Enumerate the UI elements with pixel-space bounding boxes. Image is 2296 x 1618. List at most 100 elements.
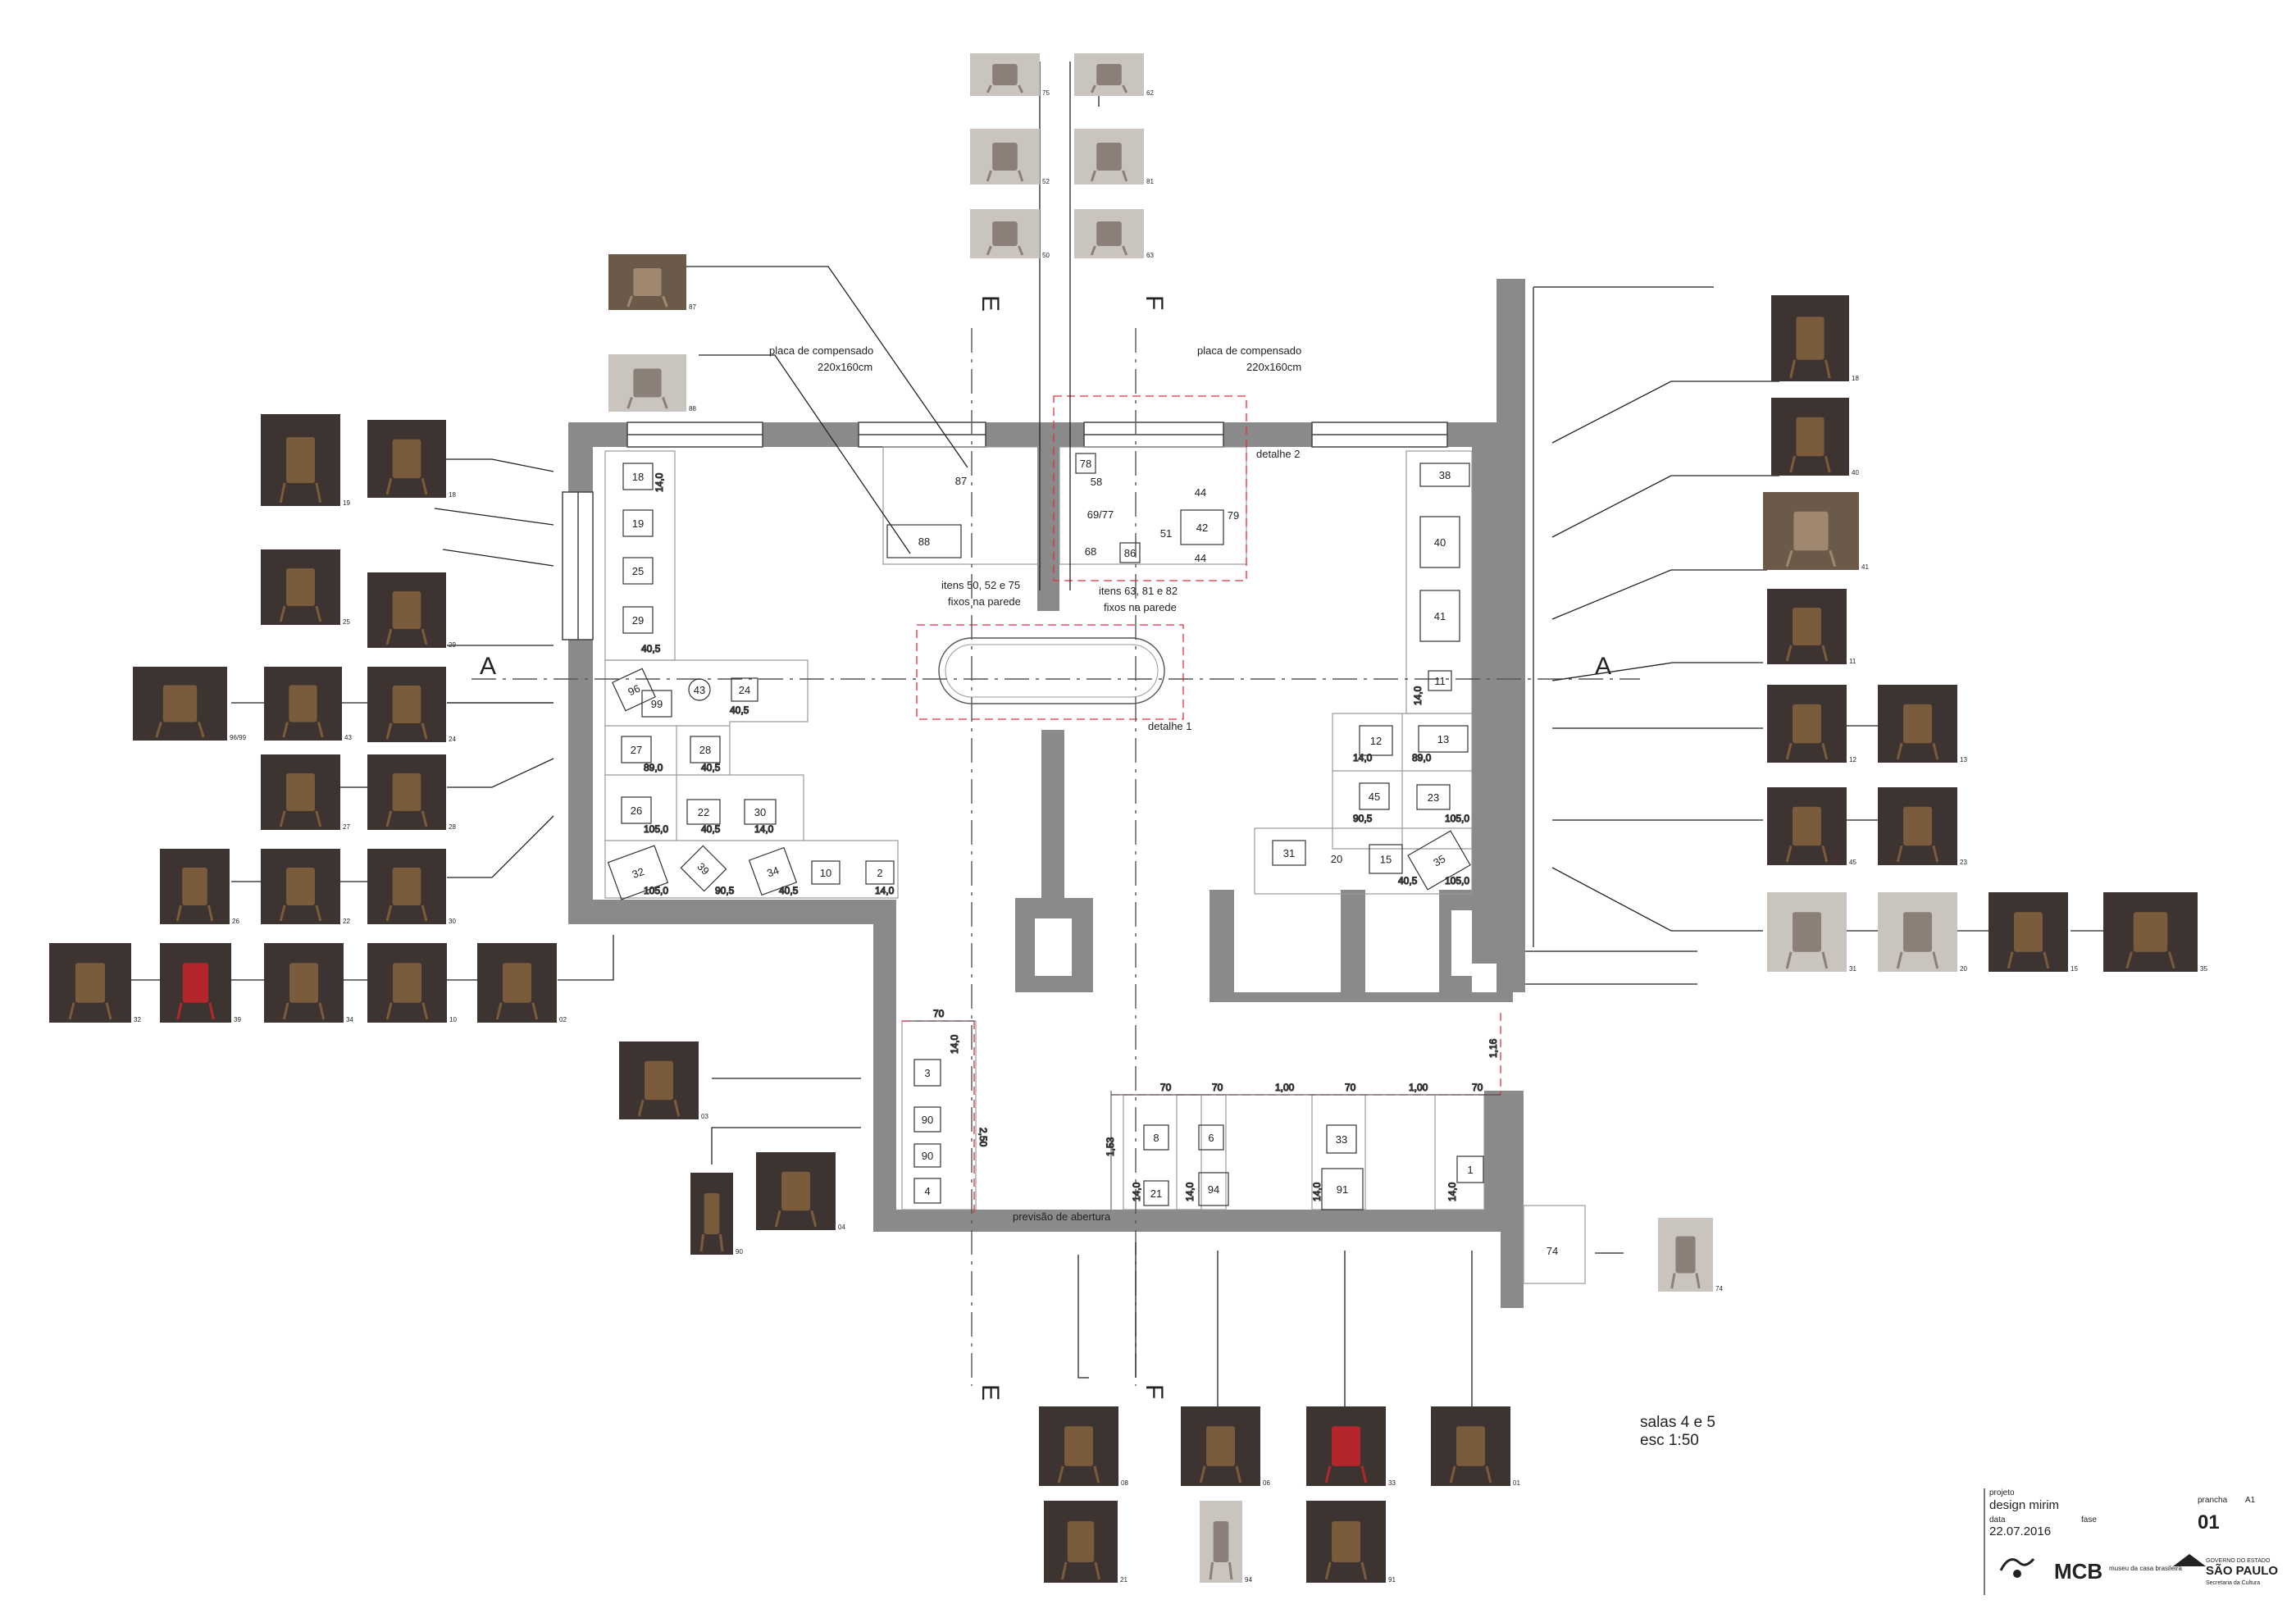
thumbnail-photo: 34 (264, 943, 353, 1023)
item-i15: 15 (1369, 844, 1403, 874)
note-previsao: previsão de abertura (1013, 1210, 1111, 1223)
item-i25: 25 (622, 557, 654, 585)
item-label: 27 (631, 744, 642, 756)
projeto-value: design mirim (1989, 1498, 2059, 1512)
thumbnail-photo: 15 (1988, 892, 2078, 973)
item-i88: 88 (886, 524, 962, 558)
thumbnail-photo: 52 (970, 129, 1050, 185)
item-i4: 4 (913, 1178, 941, 1204)
dimension-label: 105,0 (644, 885, 668, 896)
dimension-label: 70 (1212, 1082, 1223, 1093)
item-label: 87 (955, 475, 967, 487)
item-label: 44 (1195, 552, 1206, 564)
dimension-label: 70 (1345, 1082, 1356, 1093)
thumbnail-photo: 96/99 (133, 667, 247, 741)
thumbnail-number: 27 (343, 823, 350, 831)
section-a-right: A (1595, 653, 1611, 680)
mcb-logo: MCB (2054, 1559, 2102, 1584)
item-i10: 10 (811, 860, 840, 885)
dimension-label: 40,5 (779, 885, 799, 896)
thumbnail-photo: 18 (1771, 295, 1859, 382)
thumbnail-number: 39 (234, 1016, 241, 1023)
item-i99: 99 (641, 690, 672, 718)
item-label: 20 (1331, 853, 1342, 865)
thumbnail-photo: 06 (1181, 1406, 1270, 1487)
thumbnail-number: 01 (1513, 1479, 1520, 1487)
thumbnail-number: 13 (1960, 756, 1967, 763)
thumbnail-photo: 39 (160, 943, 241, 1023)
thumbnail-photo: 10 (367, 943, 457, 1023)
dimension-label: 14,0 (654, 472, 665, 492)
note-placa-2b: 220x160cm (1246, 361, 1301, 373)
item-label: 22 (698, 806, 709, 818)
dimension-label: 40,5 (730, 704, 749, 716)
thumbnail-photo: 41 (1763, 492, 1869, 571)
thumbnail-photo: 04 (756, 1152, 845, 1231)
item-label: 8 (1153, 1132, 1159, 1144)
thumbnail-number: 63 (1146, 252, 1154, 259)
mcb-logo-sub: museu da casa brasileira (2109, 1565, 2182, 1572)
thumbnail-number: 18 (449, 491, 456, 499)
thumbnail-photo: 33 (1306, 1406, 1396, 1487)
dimension-label: 14,0 (1184, 1182, 1196, 1201)
dimension-label: 14,0 (949, 1034, 960, 1054)
thumbnail-number: 34 (346, 1016, 353, 1023)
item-label: 10 (820, 867, 831, 879)
thumbnail-number: 15 (2070, 965, 2078, 973)
thumbnail-photo: 50 (970, 209, 1050, 259)
item-i19: 19 (622, 509, 654, 537)
dimension-label: 14,0 (1311, 1182, 1323, 1201)
thumbnail-number: 74 (1715, 1285, 1723, 1292)
thumbnail-number: 06 (1263, 1479, 1270, 1487)
item-label: 86 (1124, 547, 1136, 559)
detail-1-table (938, 637, 1165, 704)
thumbnail-photo: 63 (1074, 209, 1154, 259)
thumbnail-photo: 18 (367, 420, 456, 499)
item-label: 26 (631, 804, 642, 817)
thumbnail-photo: 43 (264, 667, 352, 741)
thumbnail-photo: 21 (1044, 1501, 1128, 1584)
item-i33: 33 (1326, 1124, 1357, 1154)
item-label: 12 (1370, 735, 1382, 747)
thumbnail-number: 03 (701, 1113, 708, 1120)
item-label: 45 (1369, 791, 1380, 803)
item-label: 35 (1431, 852, 1447, 868)
item-i23: 23 (1416, 784, 1451, 810)
item-i3: 3 (913, 1059, 941, 1087)
item-label: 29 (632, 614, 644, 627)
sheet-title-line1: salas 4 e 5 (1640, 1414, 1715, 1431)
item-i44a: 44 (1195, 486, 1206, 499)
item-label: 18 (632, 471, 644, 483)
section-mark-labels: A A E F E F (480, 295, 1611, 1401)
item-label: 24 (739, 684, 750, 696)
item-i13: 13 (1418, 725, 1469, 753)
thumbnail-photo: 32 (49, 943, 141, 1023)
thumbnail-photo: 88 (608, 354, 696, 412)
format-label: A1 (2245, 1496, 2256, 1505)
thumbnail-number: 25 (343, 618, 350, 626)
sao-paulo-logo: GOVERNO DO ESTADO SÃO PAULO Secretaria d… (2173, 1554, 2278, 1586)
item-i31: 31 (1272, 840, 1306, 866)
item-i29: 29 (622, 606, 654, 634)
item-i45: 45 (1359, 782, 1390, 810)
item-i43: 43 (688, 678, 711, 701)
item-label: 74 (1547, 1245, 1558, 1257)
item-label: 13 (1437, 733, 1449, 745)
dimension-label: 70 (1160, 1082, 1172, 1093)
item-i74: 74 (1547, 1245, 1558, 1257)
thumbnail-number: 18 (1852, 375, 1859, 382)
thumbnail-photo: 03 (619, 1041, 708, 1120)
thumbnail-number: 88 (689, 405, 696, 412)
item-label: 2 (877, 867, 882, 879)
section-f-top: F (1141, 295, 1168, 310)
item-label: 40 (1434, 536, 1446, 549)
item-label: 15 (1380, 854, 1392, 866)
note-placa-1a: placa de compensado (769, 344, 873, 357)
leader-lines (434, 62, 1779, 1411)
item-label: 6 (1208, 1132, 1214, 1144)
thumbnail-number: 23 (1960, 859, 1967, 866)
item-i44b: 44 (1195, 552, 1206, 564)
thumbnail-photo: 29 (367, 572, 456, 649)
item-label: 78 (1080, 458, 1091, 470)
